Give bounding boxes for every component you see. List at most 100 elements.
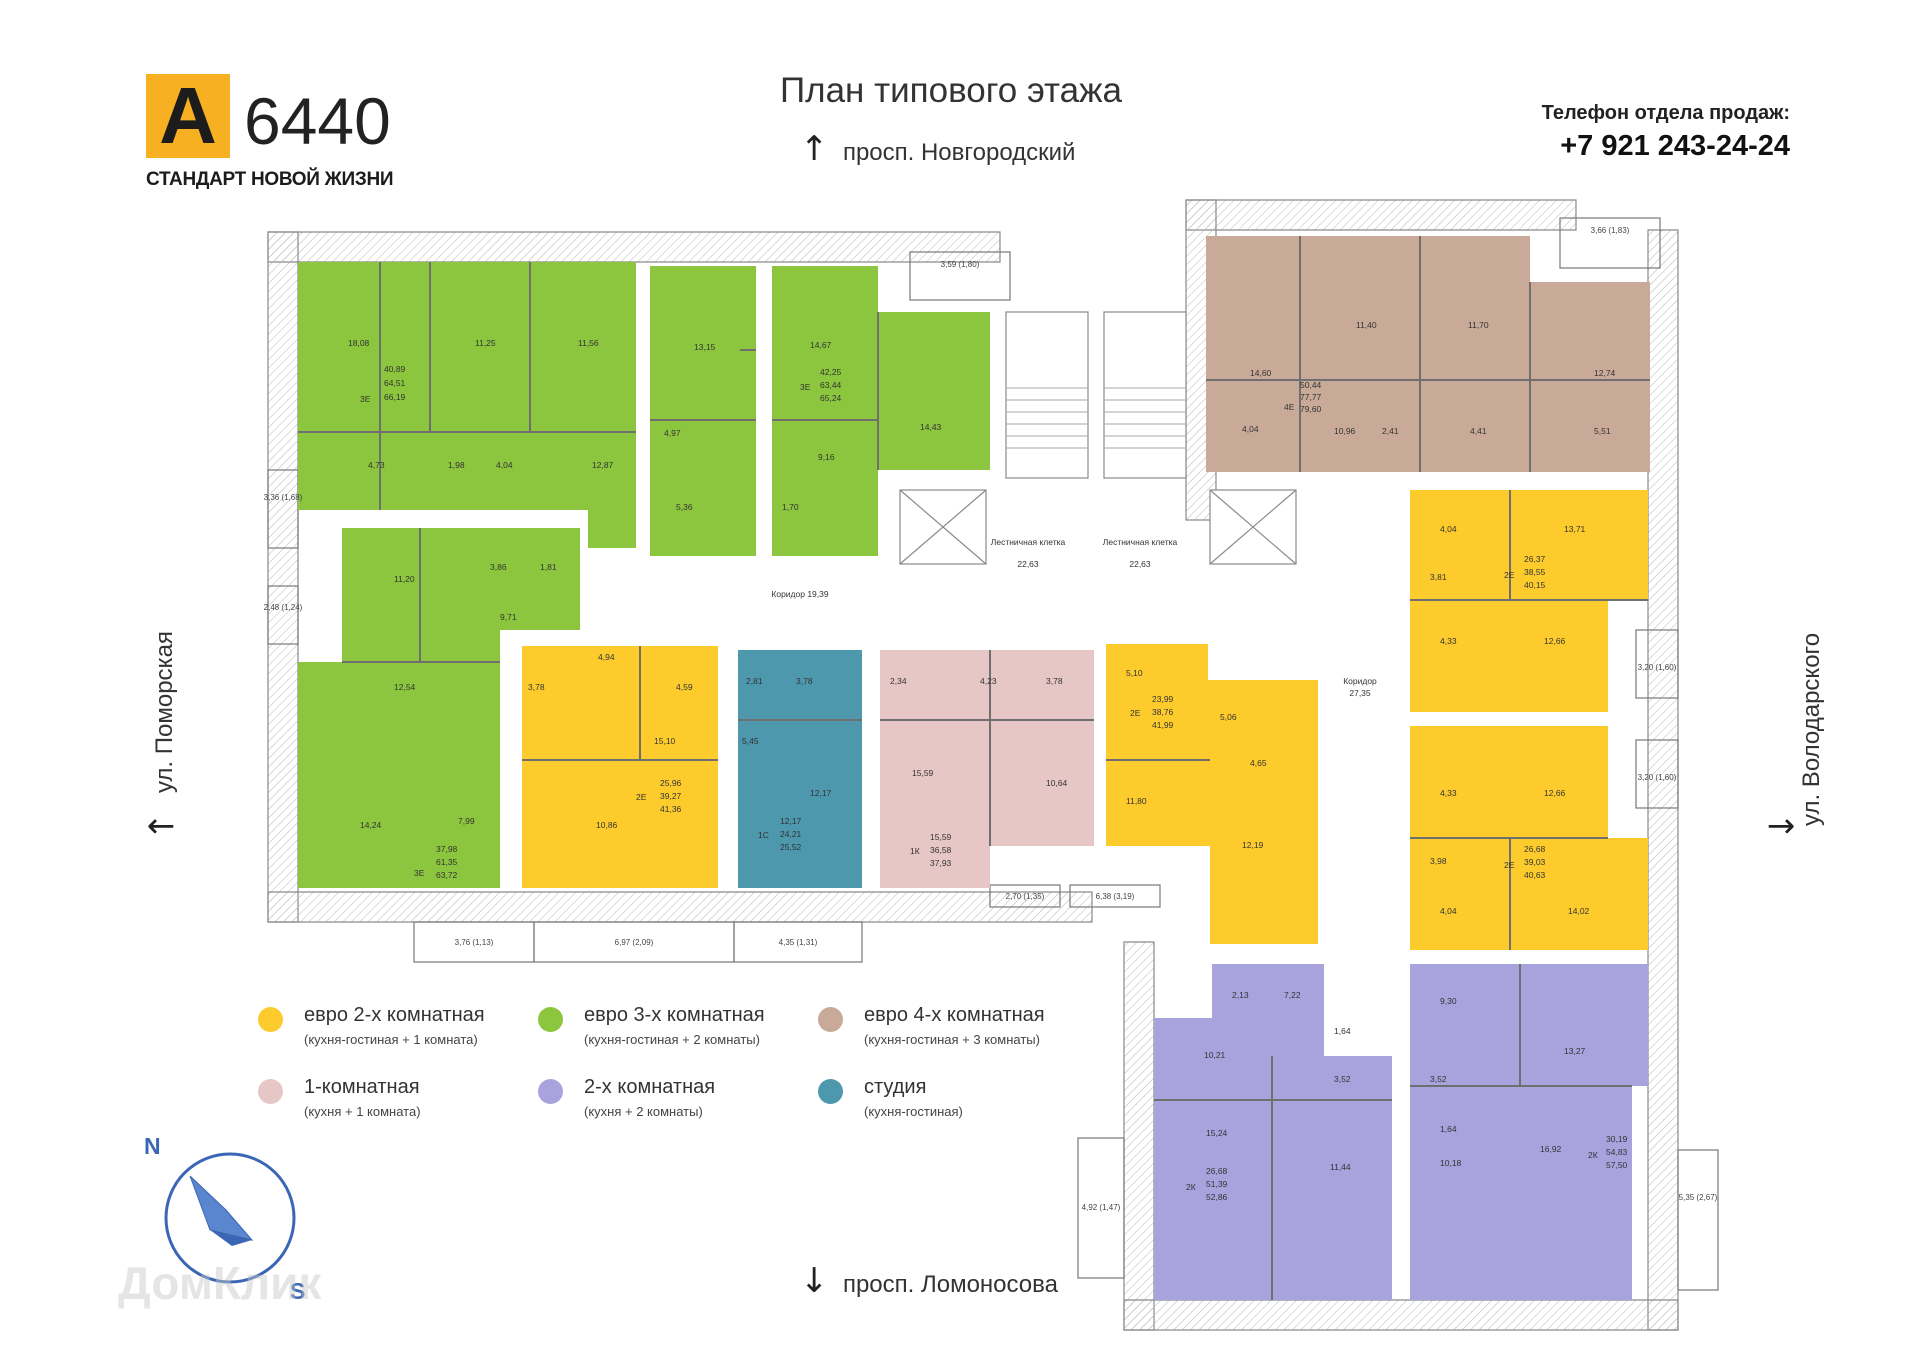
svg-text:3,86: 3,86 <box>490 562 507 572</box>
svg-text:3,78: 3,78 <box>528 682 545 692</box>
east-direction: → ул. Володарского <box>1766 632 1827 846</box>
apartment-euro2-s2 <box>1106 644 1318 944</box>
svg-text:4,04: 4,04 <box>496 460 513 470</box>
svg-text:14,24: 14,24 <box>360 820 382 830</box>
svg-text:2,48 (1,24): 2,48 (1,24) <box>264 603 303 612</box>
legend-dot-icon <box>258 1079 283 1104</box>
svg-text:1С: 1С <box>758 830 769 840</box>
svg-text:3,78: 3,78 <box>796 676 813 686</box>
svg-text:4,59: 4,59 <box>676 682 693 692</box>
svg-text:3Е: 3Е <box>800 382 811 392</box>
svg-text:13,27: 13,27 <box>1564 1046 1586 1056</box>
svg-text:63,72: 63,72 <box>436 870 458 880</box>
svg-text:61,35: 61,35 <box>436 857 458 867</box>
svg-text:3,81: 3,81 <box>1430 572 1447 582</box>
svg-text:39,27: 39,27 <box>660 791 682 801</box>
legend-title: 1-комнатная <box>304 1076 420 1098</box>
svg-text:14,67: 14,67 <box>810 340 832 350</box>
apartment-labels: 3Е 40,89 64,51 66,19 18,08 11,25 11,56 4… <box>348 320 1628 1202</box>
logo-tagline: СТАНДАРТ НОВОЙ ЖИЗНИ <box>146 169 394 190</box>
phone-label: Телефон отдела продаж: <box>1541 102 1790 124</box>
south-street-label: просп. Ломоносова <box>842 1271 1058 1298</box>
apartment-euro3-n3 <box>772 266 990 556</box>
svg-text:30,19: 30,19 <box>1606 1134 1628 1144</box>
svg-text:10,86: 10,86 <box>596 820 618 830</box>
compass-icon <box>164 1152 296 1284</box>
balcony-labels: 3,59 (1,80) 3,66 (1,83) 3,36 (1,68) 2,48… <box>264 226 1718 1212</box>
svg-text:6,97 (2,09): 6,97 (2,09) <box>615 938 654 947</box>
legend-title: 2-х комнатная <box>584 1076 716 1098</box>
legend-subtitle: (кухня-гостиная + 1 комната) <box>304 1032 478 1047</box>
svg-text:5,45: 5,45 <box>742 736 759 746</box>
apartment-euro4-ne <box>1206 236 1650 472</box>
svg-text:37,98: 37,98 <box>436 844 458 854</box>
svg-text:4,94: 4,94 <box>598 652 615 662</box>
svg-text:5,06: 5,06 <box>1220 712 1237 722</box>
west-street-label: ул. Поморская <box>151 631 178 794</box>
svg-text:9,16: 9,16 <box>818 452 835 462</box>
svg-text:5,35 (2,67): 5,35 (2,67) <box>1679 1193 1718 1202</box>
svg-text:2,81: 2,81 <box>746 676 763 686</box>
svg-text:23,99: 23,99 <box>1152 694 1174 704</box>
svg-text:79,60: 79,60 <box>1300 404 1322 414</box>
svg-text:3,52: 3,52 <box>1430 1074 1447 1084</box>
compass-south-label: S <box>290 1278 306 1304</box>
svg-text:15,10: 15,10 <box>654 736 676 746</box>
arrow-down-icon: ↓ <box>800 1261 829 1301</box>
svg-text:13,71: 13,71 <box>1564 524 1586 534</box>
svg-text:41,36: 41,36 <box>660 804 682 814</box>
svg-text:2Е: 2Е <box>1504 860 1515 870</box>
svg-text:14,43: 14,43 <box>920 422 942 432</box>
apartments-layer <box>298 236 1650 1300</box>
svg-text:66,19: 66,19 <box>384 392 406 402</box>
svg-text:26,68: 26,68 <box>1206 1166 1228 1176</box>
svg-text:26,68: 26,68 <box>1524 844 1546 854</box>
arrow-left-icon: ← <box>146 805 176 846</box>
svg-text:10,21: 10,21 <box>1204 1050 1226 1060</box>
svg-text:7,99: 7,99 <box>458 816 475 826</box>
svg-text:11,44: 11,44 <box>1330 1162 1351 1172</box>
building-walls <box>267 199 1679 1331</box>
legend-dot-icon <box>818 1079 843 1104</box>
svg-text:3,98: 3,98 <box>1430 856 1447 866</box>
svg-text:4,73: 4,73 <box>368 460 385 470</box>
svg-text:1,70: 1,70 <box>782 502 799 512</box>
logo-icon: A <box>146 74 230 158</box>
apartment-euro3-nw <box>298 262 636 548</box>
svg-text:13,15: 13,15 <box>694 342 716 352</box>
svg-text:14,60: 14,60 <box>1250 368 1272 378</box>
svg-text:1К: 1К <box>910 846 920 856</box>
phone-number: +7 921 243-24-24 <box>1560 130 1790 162</box>
svg-text:9,30: 9,30 <box>1440 996 1457 1006</box>
svg-text:1,98: 1,98 <box>448 460 465 470</box>
legend-item-two-room: 2-х комнатная (кухня + 2 комнаты) <box>538 1074 798 1134</box>
watermark-logo: ДомКлик <box>118 1257 322 1309</box>
west-direction: ← ул. Поморская <box>146 631 180 846</box>
east-street-label: ул. Володарского <box>1798 632 1825 826</box>
page-title: План типового этажа <box>780 71 1123 110</box>
north-direction: ↑ просп. Новгородский <box>800 132 1075 168</box>
svg-text:2Е: 2Е <box>1130 708 1141 718</box>
svg-text:38,76: 38,76 <box>1152 707 1174 717</box>
svg-text:3,52: 3,52 <box>1334 1074 1351 1084</box>
svg-text:3Е: 3Е <box>360 394 371 404</box>
svg-text:24,21: 24,21 <box>780 829 802 839</box>
svg-text:7,22: 7,22 <box>1284 990 1301 1000</box>
svg-text:10,18: 10,18 <box>1440 1158 1462 1168</box>
legend-subtitle: (кухня-гостиная) <box>864 1104 963 1119</box>
svg-text:15,24: 15,24 <box>1206 1128 1228 1138</box>
svg-text:25,96: 25,96 <box>660 778 682 788</box>
svg-text:65,24: 65,24 <box>820 393 842 403</box>
legend-item-studio: студия (кухня-гостиная) <box>818 1074 1078 1134</box>
svg-text:12,74: 12,74 <box>1594 368 1616 378</box>
svg-text:12,17: 12,17 <box>780 816 802 826</box>
legend-subtitle: (кухня-гостиная + 2 комнаты) <box>584 1032 760 1047</box>
svg-text:4,33: 4,33 <box>1440 788 1457 798</box>
svg-text:54,83: 54,83 <box>1606 1147 1628 1157</box>
svg-text:3Е: 3Е <box>414 868 425 878</box>
logo-number: 6440 <box>244 84 391 158</box>
svg-text:15,59: 15,59 <box>930 832 952 842</box>
corridor-label-top: Коридор 19,39 <box>771 589 828 599</box>
svg-text:4,04: 4,04 <box>1440 906 1457 916</box>
